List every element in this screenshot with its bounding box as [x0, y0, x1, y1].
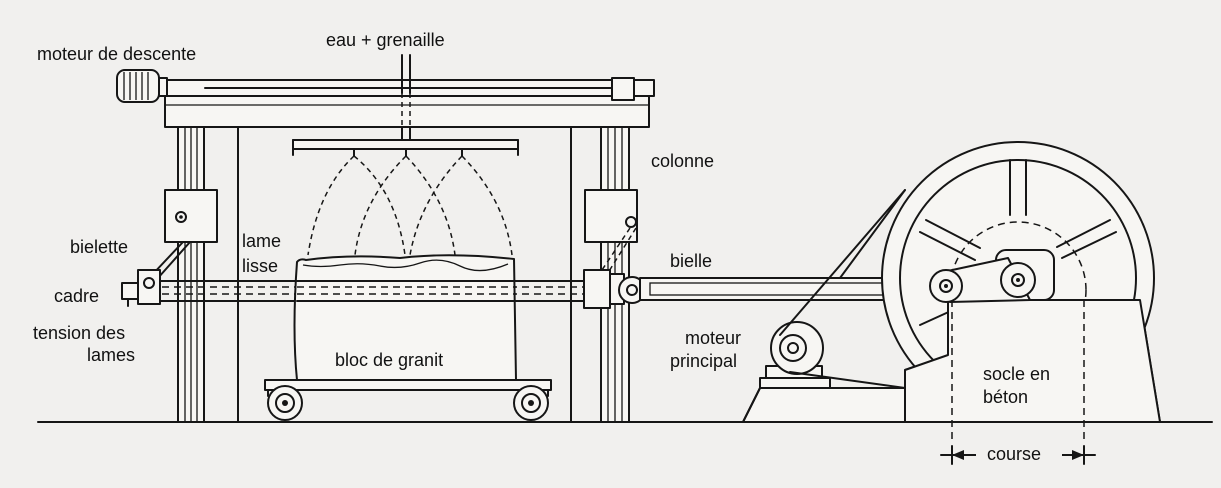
label-bielle: bielle: [670, 251, 712, 271]
spray-jets: [307, 155, 513, 256]
main-motor-icon: [759, 189, 906, 389]
label-moteur-descente: moteur de descente: [37, 44, 196, 64]
water-grit-feed: [292, 54, 519, 157]
gantry-frame: [159, 77, 655, 423]
label-bloc-granit: bloc de granit: [335, 350, 443, 370]
label-course: course: [987, 444, 1041, 464]
crank: [929, 249, 1055, 303]
label-lame-lisse-line2: lisse: [242, 256, 278, 276]
left-slide-block: [121, 189, 218, 307]
label-cadre: cadre: [54, 286, 99, 306]
label-eau-grenaille: eau + grenaille: [326, 30, 445, 50]
label-tension-line2: lames: [87, 345, 135, 365]
label-socle-line2: béton: [983, 387, 1028, 407]
label-colonne: colonne: [651, 151, 714, 171]
course-dimension: [940, 440, 1096, 466]
label-socle-line1: socle en: [983, 364, 1050, 384]
descent-motor-icon: [116, 69, 168, 103]
label-lame-lisse-line1: lame: [242, 231, 281, 251]
right-slide-block: [583, 189, 646, 309]
label-moteur-principal-line1: moteur: [685, 328, 741, 348]
label-tension-line1: tension des: [33, 323, 125, 343]
granite-block: [293, 254, 517, 381]
connecting-rod: [639, 271, 921, 307]
carriage: [264, 379, 552, 421]
label-bielette: bielette: [70, 237, 128, 257]
label-moteur-principal-line2: principal: [670, 351, 737, 371]
